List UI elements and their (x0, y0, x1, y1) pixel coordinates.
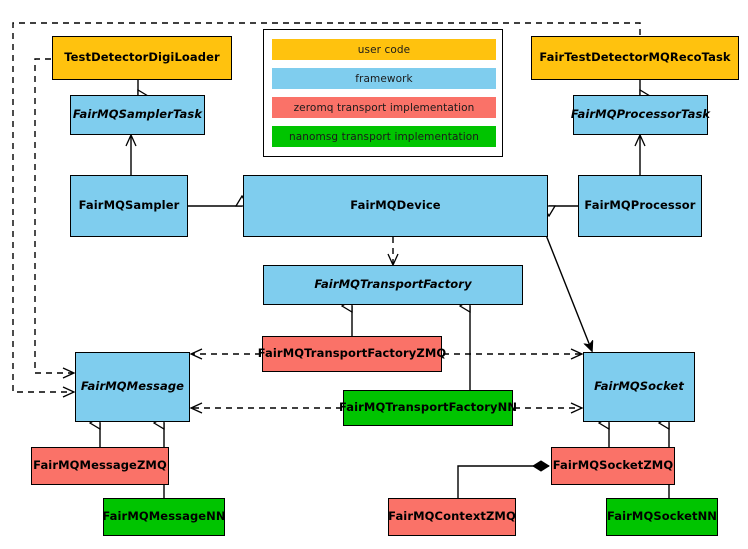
legend-label: user code (357, 43, 411, 56)
class-label: FairMQSamplerTask (72, 107, 203, 122)
class-node-fairmqsamplertask[interactable]: FairMQSamplerTask (70, 95, 205, 135)
class-label: FairMQTransportFactoryNN (338, 400, 518, 415)
class-node-fairmqsocket[interactable]: FairMQSocket (583, 352, 695, 422)
class-label: FairMQSocket (594, 379, 684, 394)
class-node-fairmqprocessortask[interactable]: FairMQProcessorTask (570, 95, 711, 135)
class-node-fairmqsampler[interactable]: FairMQSampler (70, 175, 188, 237)
legend-label: zeromq transport implementation (293, 101, 475, 114)
class-node-fairmqmessagenn[interactable]: FairMQMessageNN (102, 498, 226, 536)
class-label: FairMQProcessor (584, 198, 696, 213)
class-node-fairmqdevice[interactable]: FairMQDevice (243, 175, 548, 237)
class-label: FairMQSocketZMQ (552, 458, 674, 473)
class-label: FairMQTransportFactory (314, 277, 472, 292)
class-label: FairMQMessageNN (102, 509, 226, 524)
class-node-fairmqtransportfactorynn[interactable]: FairMQTransportFactoryNN (339, 390, 517, 426)
class-label: FairMQSampler (78, 198, 180, 213)
legend-item-user-code: user code (272, 39, 496, 60)
class-label: FairTestDetectorMQRecoTask (539, 50, 731, 65)
legend-panel: user code framework zeromq transport imp… (263, 29, 503, 157)
class-node-fairmqtransportfactory[interactable]: FairMQTransportFactory (263, 265, 523, 305)
class-node-fairmqcontextzmq[interactable]: FairMQContextZMQ (388, 498, 516, 536)
class-label: FairMQTransportFactoryZMQ (257, 346, 447, 361)
legend-item-nanomsg: nanomsg transport implementation (272, 126, 496, 147)
class-node-fairmqsocketzmq[interactable]: FairMQSocketZMQ (551, 447, 675, 485)
class-label: FairMQMessageZMQ (33, 458, 167, 473)
class-node-fairmqtransportfactoryzmq[interactable]: FairMQTransportFactoryZMQ (258, 336, 446, 372)
class-label: FairMQDevice (350, 198, 441, 213)
class-node-fairmqmessage[interactable]: FairMQMessage (75, 352, 190, 422)
legend-label: framework (355, 72, 413, 85)
class-label: TestDetectorDigiLoader (64, 50, 220, 65)
class-node-fairmqmessagezmq[interactable]: FairMQMessageZMQ (31, 447, 169, 485)
class-node-testdetectordigiloader[interactable]: TestDetectorDigiLoader (52, 36, 232, 80)
class-label: FairMQMessage (80, 379, 185, 394)
legend-item-framework: framework (272, 68, 496, 89)
class-node-fairmqprocessor[interactable]: FairMQProcessor (578, 175, 702, 237)
class-label: FairMQSocketNN (606, 509, 718, 524)
class-node-fairmqsocketnn[interactable]: FairMQSocketNN (606, 498, 718, 536)
legend-label: nanomsg transport implementation (288, 130, 480, 143)
legend-item-zeromq: zeromq transport implementation (272, 97, 496, 118)
class-label: FairMQContextZMQ (388, 509, 516, 524)
class-label: FairMQProcessorTask (570, 107, 711, 122)
class-node-fairtestdetectormqrecotask[interactable]: FairTestDetectorMQRecoTask (531, 36, 739, 80)
